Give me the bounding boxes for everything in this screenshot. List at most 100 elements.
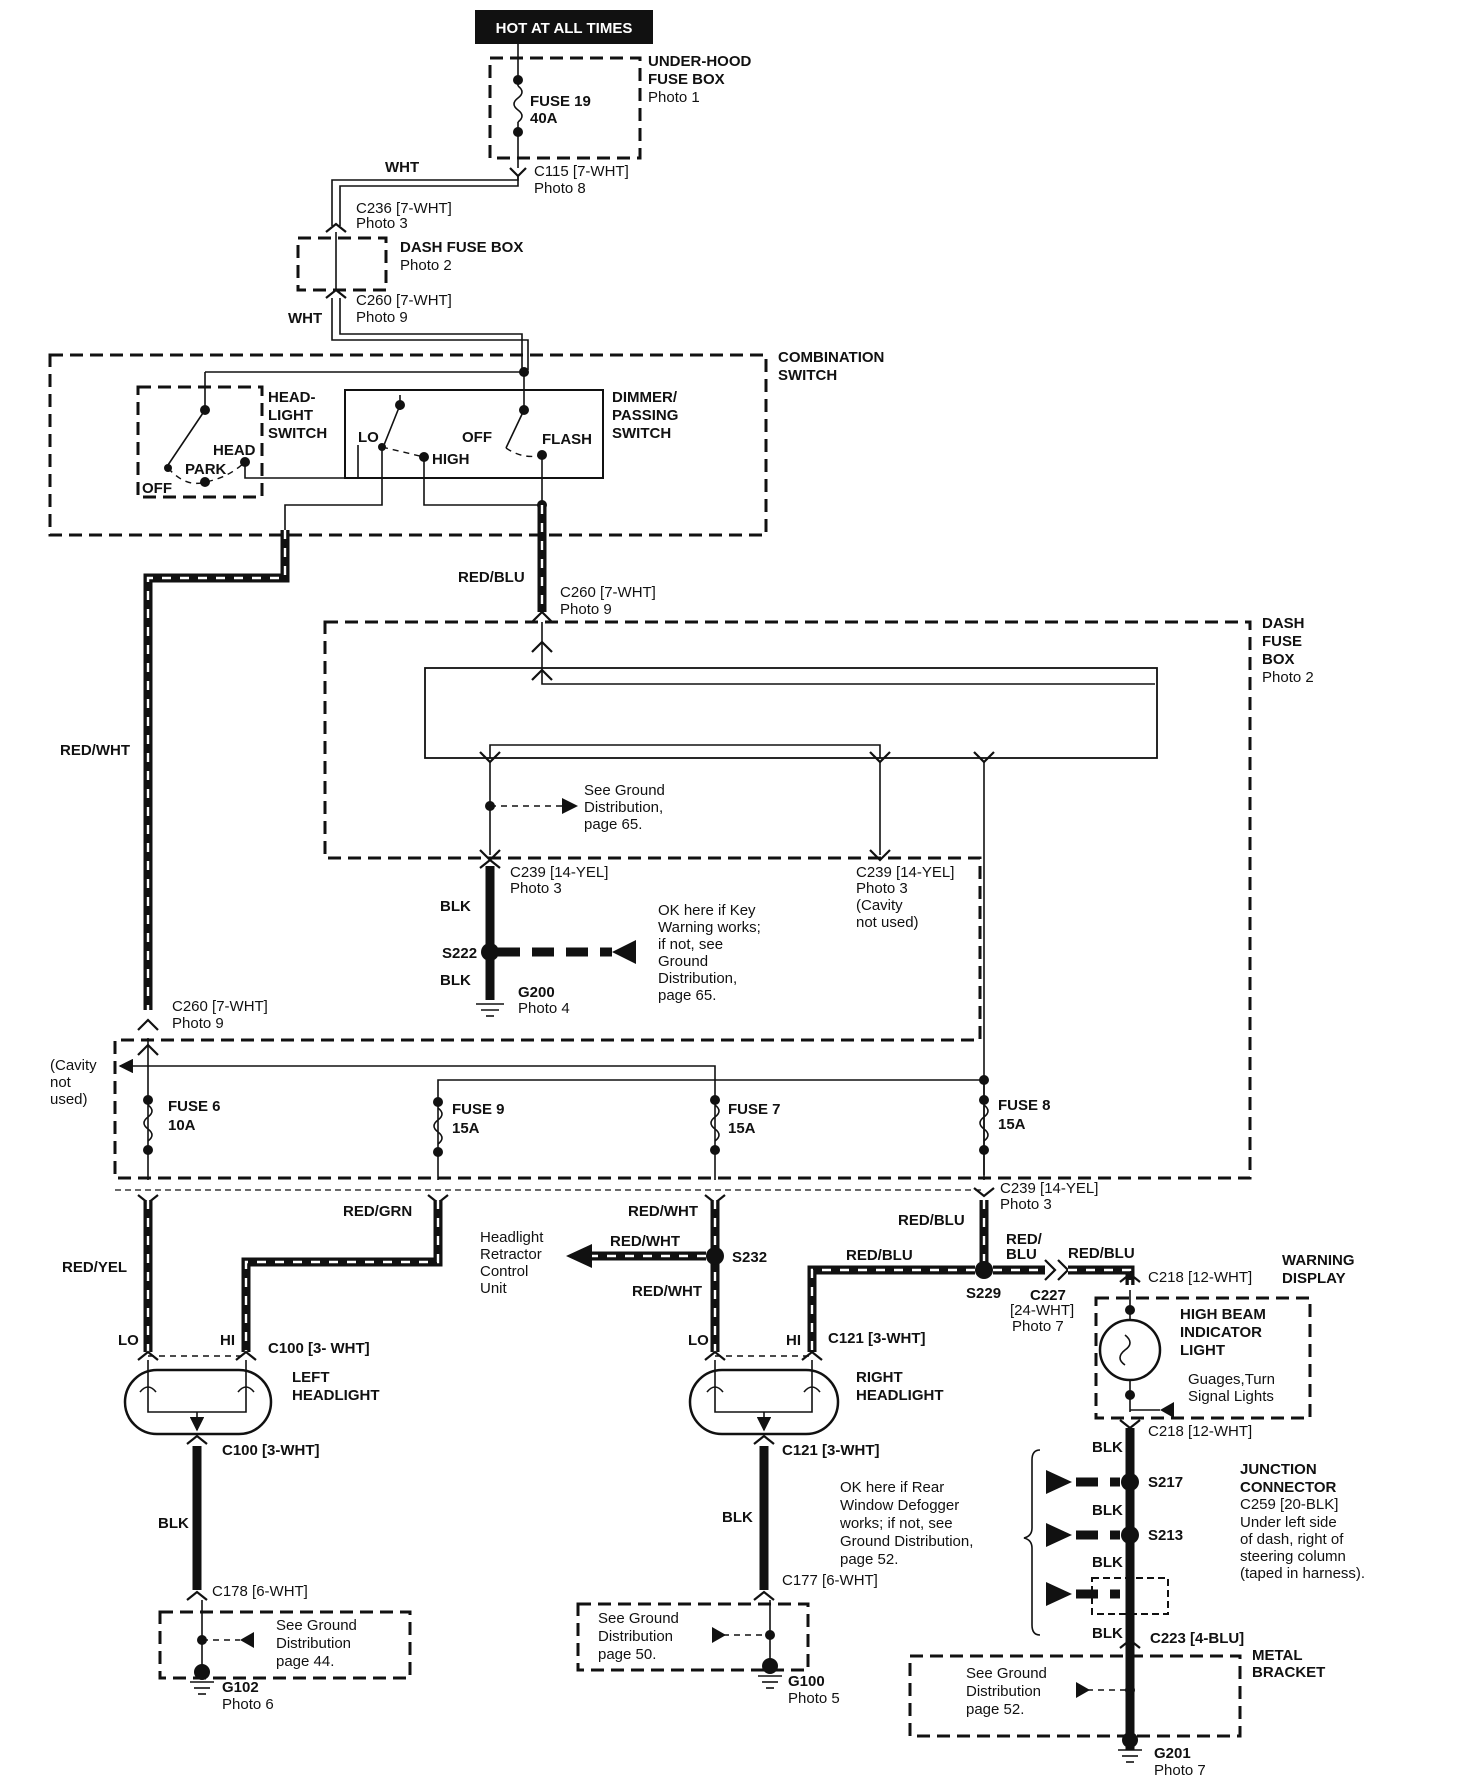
fuse9-name: FUSE 9 — [452, 1101, 505, 1118]
c239-bottom-photo: Photo 3 — [1000, 1196, 1052, 1213]
metal-bracket-ground-box — [908, 1654, 1242, 1738]
passing-switch-blade — [505, 409, 525, 449]
combination-switch-label2: SWITCH — [778, 367, 837, 384]
wire-red-wht-left — [143, 530, 290, 1010]
headlight-switch-head: HEAD — [213, 442, 256, 459]
fuse9 — [433, 1097, 443, 1180]
c260-top-photo: Photo 9 — [356, 309, 408, 326]
g200-ground-symbol — [476, 1003, 504, 1017]
dimmer-switch-lo: LO — [358, 429, 379, 446]
high-beam-indicator-box — [1094, 1296, 1312, 1420]
c227-photo: Photo 7 — [1012, 1318, 1064, 1335]
fuse8-rating: 15A — [998, 1116, 1026, 1133]
s217-label: S217 — [1148, 1474, 1183, 1491]
dimmer-switch-label1: DIMMER/ — [612, 389, 678, 406]
wire-blk-label-8: BLK — [1092, 1625, 1123, 1642]
see-ground-50-line3: page 50. — [598, 1646, 656, 1663]
warning-display-line1: WARNING — [1282, 1252, 1355, 1269]
g100-label: G100 — [788, 1673, 825, 1690]
c260-mid-photo: Photo 9 — [560, 601, 612, 618]
wire-red-blu-label-2: RED/BLU — [898, 1212, 965, 1229]
s222-label: S222 — [442, 945, 477, 962]
g100-ground-symbol — [758, 1675, 782, 1689]
g201-label: G201 — [1154, 1745, 1191, 1762]
see-ground-50-line1: See Ground — [598, 1610, 679, 1627]
c178-label: C178 [6-WHT] — [212, 1583, 308, 1600]
s232-label: S232 — [732, 1249, 767, 1266]
right-headlight-line1: RIGHT — [856, 1369, 903, 1386]
ok-rear-defogger-line2: Window Defogger — [840, 1497, 959, 1514]
c236-label: C236 [7-WHT] — [356, 200, 452, 217]
hot-at-all-times-banner: HOT AT ALL TIMES — [475, 10, 653, 44]
high-beam-label3: LIGHT — [1180, 1342, 1225, 1359]
wire-red-grn-label: RED/GRN — [343, 1203, 412, 1220]
dash-fuse-internal-bus — [424, 667, 1158, 759]
c115-label: C115 [7-WHT] — [534, 163, 629, 180]
c236-connector — [325, 222, 347, 233]
fuse8 — [979, 1080, 989, 1180]
c218-top-label: C218 [12-WHT] — [1148, 1269, 1252, 1286]
combination-switch-box — [48, 353, 768, 537]
wire-red-blu-2-line1: RED/ — [1006, 1231, 1043, 1248]
dash-fuse-box-right-label1: DASH — [1262, 615, 1305, 632]
right-hi-label: HI — [786, 1332, 801, 1349]
dash-fuse-box-right-label3: BOX — [1262, 651, 1295, 668]
ok-key-warning-line3: if not, see — [658, 936, 723, 953]
c260-mid-connector — [531, 610, 553, 623]
dash-fuse-box-top-label: DASH FUSE BOX — [400, 239, 523, 256]
wire-blk-label-3: BLK — [158, 1515, 189, 1532]
see-ground-44-line2: Distribution — [276, 1635, 351, 1652]
c115-connector — [509, 167, 527, 178]
c177-label: C177 [6-WHT] — [782, 1572, 878, 1589]
ok-rear-defogger-line5: page 52. — [840, 1551, 898, 1568]
ok-rear-defogger-line4: Ground Distribution, — [840, 1533, 973, 1550]
headlight-retractor-line1: Headlight — [480, 1229, 544, 1246]
headlight-switch-box — [136, 385, 264, 499]
wire-red-blu-label-4: RED/BLU — [1068, 1245, 1135, 1262]
c260-top-connector — [325, 288, 347, 299]
wire-blk-label-2: BLK — [440, 972, 471, 989]
fuse9-rating: 15A — [452, 1120, 480, 1137]
gauges-turn-line1: Guages,Turn — [1188, 1371, 1275, 1388]
ok-key-warning-line6: page 65. — [658, 987, 716, 1004]
ok-key-warning-line4: Ground — [658, 953, 708, 970]
wire-red-blu-label-upper: RED/BLU — [458, 569, 525, 586]
c218-bottom-label: C218 [12-WHT] — [1148, 1423, 1252, 1440]
c239-left-photo: Photo 3 — [510, 880, 562, 897]
c227-sub: [24-WHT] — [1010, 1302, 1074, 1319]
underhood-fuse-box-photo: Photo 1 — [648, 89, 700, 106]
gauges-turn-line2: Signal Lights — [1188, 1388, 1274, 1405]
see-ground-65-line3: page 65. — [584, 816, 642, 833]
see-ground-52-line1: See Ground — [966, 1665, 1047, 1682]
metal-bracket-line2: BRACKET — [1252, 1664, 1325, 1681]
headlight-switch-label2: LIGHT — [268, 407, 313, 424]
g102-photo: Photo 6 — [222, 1696, 274, 1713]
see-ground-65-line2: Distribution, — [584, 799, 663, 816]
junction-connector-line4: Under left side — [1240, 1514, 1337, 1531]
g100-photo: Photo 5 — [788, 1690, 840, 1707]
g102-ground-symbol — [190, 1681, 214, 1695]
dimmer-switch-label2: PASSING — [612, 407, 678, 424]
headlight-switch-blade — [167, 409, 206, 466]
fuse6-name: FUSE 6 — [168, 1098, 221, 1115]
left-hi-label: HI — [220, 1332, 235, 1349]
wire-red-grn — [241, 1200, 443, 1352]
c260-top-label: C260 [7-WHT] — [356, 292, 452, 309]
left-lo-label: LO — [118, 1332, 139, 1349]
ok-rear-defogger-line3: works; if not, see — [839, 1515, 953, 1532]
g102-label: G102 — [222, 1679, 259, 1696]
hot-at-all-times-label: HOT AT ALL TIMES — [496, 20, 633, 37]
fuse6-rating: 10A — [168, 1117, 196, 1134]
underhood-fuse-box — [488, 56, 642, 160]
fuse7-rating: 15A — [728, 1120, 756, 1137]
wire-blk-label-7: BLK — [1092, 1554, 1123, 1571]
dash-fuse-box-right-label2: FUSE — [1262, 633, 1302, 650]
wire-red-yel-label: RED/YEL — [62, 1259, 127, 1276]
right-headlight-line2: HEADLIGHT — [856, 1387, 944, 1404]
c121-bottom-label: C121 [3-WHT] — [782, 1442, 880, 1459]
underhood-fuse-box-label1: UNDER-HOOD — [648, 53, 751, 70]
junction-connector-line3: C259 [20-BLK] — [1240, 1496, 1338, 1513]
wire-red-blu-label-3: RED/BLU — [846, 1247, 913, 1264]
warning-display-line2: DISPLAY — [1282, 1270, 1346, 1287]
